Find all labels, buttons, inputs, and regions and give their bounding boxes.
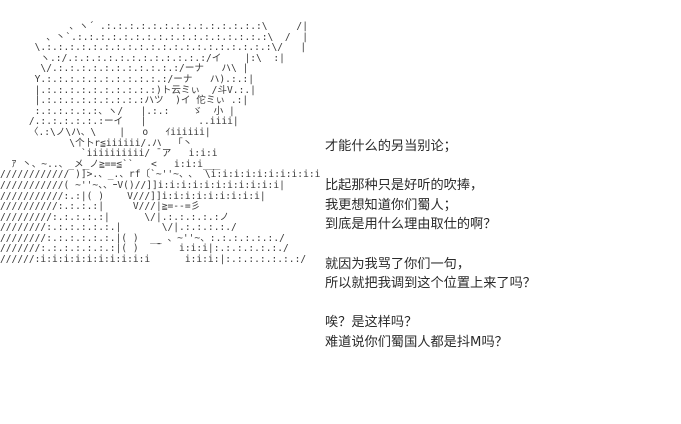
- dialogue-paragraph-gap: [325, 294, 675, 314]
- aa-line: //////////// )]>.、_.、rf〔`~''~、､ \i:i:i:i…: [0, 169, 321, 181]
- dialogue-text-block: 才能什么的另当别论； 比起那种只是好听的吹捧， 我更想知道你们蜀人； 到底是用什么理由…: [325, 137, 675, 353]
- dialogue-line: 难道说你们蜀国人都是抖M吗？: [325, 334, 508, 350]
- aa-line: `iiiiiiiiii/ ̄ ア i:i:i: [0, 148, 218, 160]
- dialogue-line: 比起那种只是好听的吹捧，: [325, 178, 484, 194]
- aa-line: ////////:.:.:.:.:.:.| \/|.:.:.:.:./: [0, 222, 237, 234]
- aa-line: 、丶`.:.:.:.:.:.:.:.:.:.:.:.:.:.:.:.:.:\ /…: [0, 31, 308, 43]
- aa-line: 〈.:\ノ\ハ、\ | o ｲiiiiii|: [0, 126, 211, 138]
- aa-line: ｱ 丶、~..、_メ_ノ≧==≦`` < i:i:i___: [0, 158, 221, 170]
- aa-line: 、ヽ´ .:.:.:.:.:.:.:.:.:.:.:.:.:.:\ /|: [0, 21, 308, 32]
- aa-line: //////:i:i:i:i:i:i:i:i:i:i i:i:i:|:.:.:.…: [0, 254, 307, 266]
- aa-line: ///////////:.:|( ) V///]]i:i:i:i:i:i:i:i…: [0, 190, 266, 202]
- aa-line: |.:.:.:.:.:.:.:.:.:.:)ト云ミぃ /斗V.:.|: [0, 84, 256, 96]
- dialogue-paragraph-gap: [325, 157, 675, 177]
- aa-line: ///////////( ~''~、、ｰV()//]]i:i:i:i:i:i:i…: [0, 179, 285, 191]
- aa-line: \/.:.:.:.:.:.:.:.:.:.:.:/ーナ ハ\ |: [0, 63, 249, 75]
- ascii-art-portrait: 、ヽ´ .:.:.:.:.:.:.:.:.:.:.:.:.:.:\ /| 、丶`…: [0, 21, 330, 266]
- dialogue-line: 才能什么的另当别论；: [325, 139, 457, 154]
- aa-line: /.:.:.:.:.:.:ーイ | ..iiii|: [0, 116, 239, 128]
- aa-line: ヽ.:/.:.:.:.:.:.:.:.:.:.:.:.:/イ |:\ :|: [0, 52, 285, 64]
- aa-line: ////////:.:.:.:.:.:.|( ) __ 、~''~、:.:.:.…: [0, 232, 285, 244]
- dialogue-paragraph-gap: [325, 235, 675, 255]
- aa-line: \.:.:.:.:.:.:.:.:.:.:.:.:.:.:.:.:.:.:.:.…: [0, 42, 307, 54]
- aa-line: \个卜r≦iiiiii/.ハ 「丶: [0, 137, 193, 149]
- aa-line: |.:.:.:.:.:.:.:.:.:ハツ )イ 佗ミぃ .:|: [0, 95, 249, 107]
- aa-line: :.:.:.:.:.:、ヽ/ |.:.: ゞ 小 |: [0, 105, 235, 117]
- dialogue-line: 就因为我骂了你们一句，: [325, 256, 471, 272]
- aa-line: //////////:.:.:.:| V///|≧=--=彡: [0, 201, 201, 213]
- aa-line: /////////:.:.:.:.:| \/|.:.:.:.:.:ノ: [0, 211, 230, 223]
- dialogue-line: 所以就把我调到这个位置上来了吗？: [325, 276, 536, 292]
- aa-line: Y.:.:.:.:.:.:.:.:.:.:.:/ーナ ハ).:.:|: [0, 73, 255, 85]
- aa-line: ///////:.:.:.:.:.:.:|( ) ̄ i:i:i|:.:.:.:…: [0, 243, 289, 255]
- dialogue-line: 唉？是这样吗？: [325, 315, 418, 331]
- dialogue-line: 到底是用什么理由取仕的啊？: [325, 217, 497, 233]
- dialogue-line: 我更想知道你们蜀人；: [325, 197, 457, 213]
